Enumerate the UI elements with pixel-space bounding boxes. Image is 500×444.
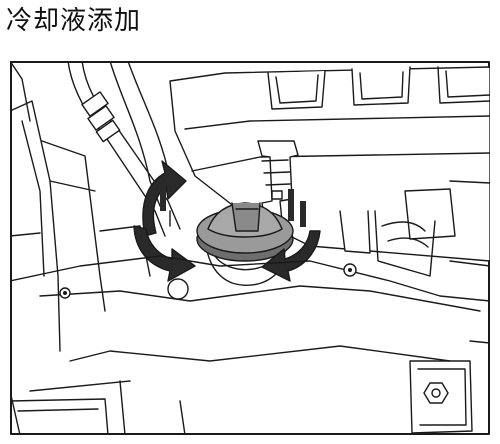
left-body-structure [10, 61, 151, 352]
right-components [339, 180, 490, 277]
rotate-counterclockwise-arrow-icon [133, 160, 196, 282]
coolant-reservoir-cap-icon [196, 202, 294, 262]
rotate-clockwise-arrow-icon [261, 189, 321, 282]
page-title: 冷却液添加 [6, 6, 142, 36]
bottom-bracket [409, 340, 490, 434]
engine-bay-illustration [10, 61, 490, 435]
coolant-hose [67, 61, 181, 237]
bottom-left-panel [10, 398, 109, 435]
lower-bracket-plate [10, 255, 490, 435]
